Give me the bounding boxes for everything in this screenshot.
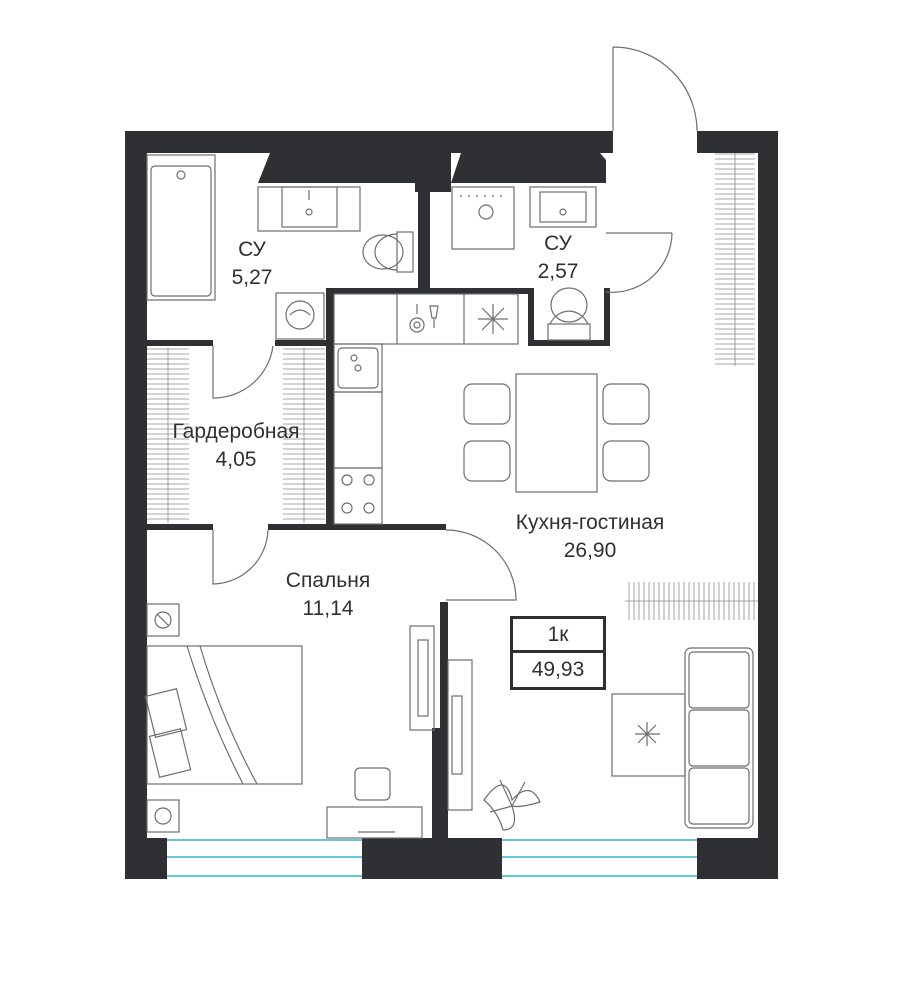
room-name: Гардеробная: [172, 420, 300, 443]
room-label-bathroom-2: СУ 2,57: [538, 230, 579, 287]
room-area: 26,90: [563, 539, 617, 563]
windows: [167, 839, 697, 877]
kitchen-set: [333, 293, 519, 525]
outer-walls: [125, 131, 778, 879]
room-area: 11,14: [302, 597, 354, 621]
rooms-count: 1к: [513, 619, 603, 653]
room-label-wardrobe: Гардеробная 4,05: [172, 418, 299, 475]
room-name: СУ: [238, 238, 266, 261]
bathroom-2-fixtures: [451, 186, 597, 341]
room-area: 2,57: [537, 260, 579, 284]
hatched-storage: [147, 153, 758, 620]
bathroom-1-fixtures: [146, 154, 414, 340]
inner-walls: [145, 140, 610, 842]
room-name: Спальня: [285, 569, 371, 592]
room-label-bathroom-1: СУ 5,27: [232, 236, 273, 293]
room-name: Кухня-гостиная: [515, 511, 665, 534]
room-name: СУ: [544, 232, 572, 255]
dining-set: [463, 373, 650, 493]
total-area: 49,93: [531, 658, 585, 681]
bedroom-furniture: [144, 603, 435, 839]
living-furniture: [447, 647, 754, 831]
room-label-bedroom: Спальня 11,14: [286, 567, 370, 624]
room-area: 4,05: [215, 448, 257, 472]
room-area: 5,27: [231, 266, 273, 290]
room-label-living: Кухня-гостиная 26,90: [516, 509, 665, 566]
doors: [212, 46, 698, 601]
apartment-summary-badge: 1к 49,93: [510, 616, 606, 690]
